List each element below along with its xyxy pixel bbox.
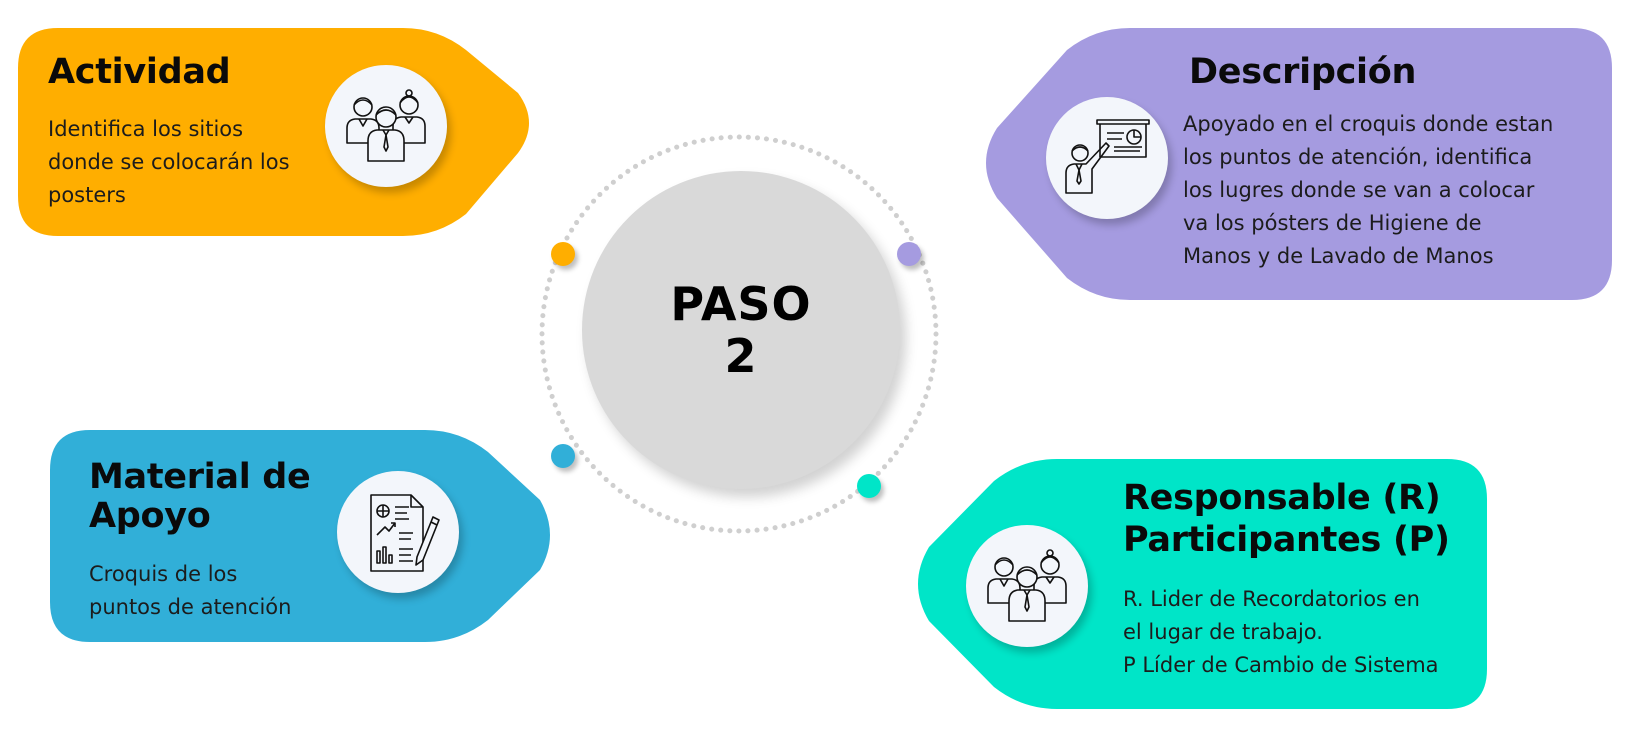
descripcion-dot [897, 242, 921, 266]
responsable-title-line1: Responsable (R) [1123, 478, 1441, 518]
step-label: PASO [670, 277, 812, 331]
actividad-card: Actividad Identifica los sitios donde se… [18, 28, 529, 236]
team-icon [987, 549, 1067, 622]
presentation-icon [1065, 119, 1150, 194]
team-icon [346, 89, 426, 162]
responsable-card: Responsable (R) Participantes (P) R. Lid… [907, 459, 1487, 709]
material-dot [551, 444, 575, 468]
actividad-icon-badge [325, 65, 447, 187]
actividad-body: Identifica los sitios donde se colocarán… [48, 117, 290, 207]
responsable-dot [857, 474, 881, 498]
material-title-line1: Material de [89, 457, 311, 497]
responsable-title-line2: Participantes (P) [1123, 520, 1450, 560]
responsable-title: Responsable (R) Participantes (P) [1123, 477, 1450, 561]
actividad-dot [551, 242, 575, 266]
descripcion-title: Descripción [1189, 52, 1417, 92]
descripcion-icon-badge [1046, 97, 1168, 219]
responsable-body: R. Lider de Recordatorios en el lugar de… [1123, 587, 1439, 677]
dotted-ring [539, 134, 939, 534]
material-card: Material de Apoyo Croquis de los puntos … [50, 430, 550, 642]
material-title-line2: Apoyo [89, 496, 211, 537]
step-number: 2 [724, 329, 758, 383]
material-icon-badge [337, 471, 459, 593]
report-document-icon [370, 494, 440, 572]
center-step-circle: PASO 2 [582, 171, 900, 489]
responsable-icon-badge [966, 525, 1088, 647]
material-title: Material de Apoyo [89, 457, 311, 537]
descripcion-card: Descripción Apoyado en el croquis donde … [975, 28, 1612, 300]
material-body: Croquis de los puntos de atención [89, 562, 292, 619]
actividad-title: Actividad [48, 52, 231, 92]
descripcion-body: Apoyado en el croquis donde estan los pu… [1183, 112, 1554, 268]
